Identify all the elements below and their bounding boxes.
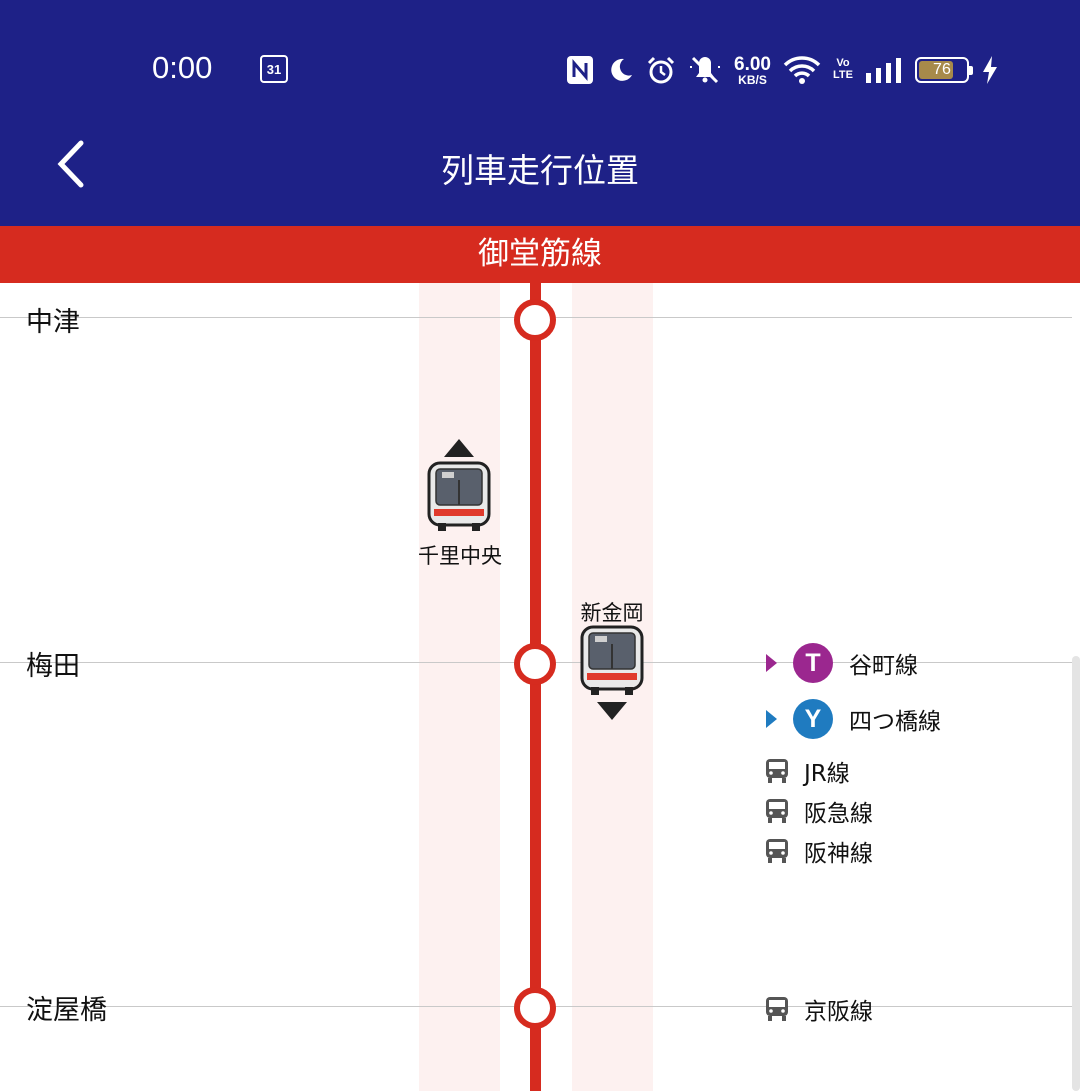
station-marker-nakatsu[interactable] bbox=[514, 299, 556, 341]
nfc-icon bbox=[566, 55, 594, 85]
page-title: 列車走行位置 bbox=[441, 151, 639, 190]
train-icon[interactable] bbox=[579, 625, 645, 701]
direction-up-arrow bbox=[444, 439, 474, 457]
transfer-line-name: 谷町線 bbox=[849, 653, 918, 679]
train-icon[interactable] bbox=[426, 461, 492, 537]
transfer-jr: JR線 bbox=[764, 754, 850, 788]
station-name-umeda[interactable]: 梅田 bbox=[26, 651, 80, 682]
line-track bbox=[530, 283, 541, 1091]
transfer-yotsubashi[interactable]: Y 四つ橋線 bbox=[766, 699, 941, 739]
chevron-left-icon bbox=[57, 140, 84, 188]
direction-down-arrow bbox=[597, 702, 627, 720]
train-icon bbox=[766, 759, 788, 783]
wifi-icon bbox=[783, 55, 821, 85]
status-time: 0:00 bbox=[152, 50, 213, 85]
line-name-banner: 御堂筋線 bbox=[0, 226, 1080, 283]
transfer-line-name: 四つ橋線 bbox=[849, 709, 941, 735]
station-name-nakatsu[interactable]: 中津 bbox=[26, 307, 80, 338]
signal-icon bbox=[865, 57, 903, 83]
transfer-line-name: 京阪線 bbox=[804, 999, 873, 1025]
calendar-icon: 31 bbox=[260, 55, 288, 83]
expand-triangle-icon bbox=[766, 654, 777, 672]
station-marker-yodoyabashi[interactable] bbox=[514, 987, 556, 1029]
network-speed: 6.00 KB/S bbox=[734, 53, 771, 87]
scrollbar[interactable] bbox=[1072, 656, 1080, 1091]
train-icon bbox=[766, 799, 788, 823]
line-badge-t: T bbox=[793, 643, 833, 683]
transfer-hanshin: 阪神線 bbox=[764, 834, 873, 868]
northbound-lane bbox=[419, 283, 500, 1091]
back-button[interactable] bbox=[40, 132, 100, 196]
line-badge-y: Y bbox=[793, 699, 833, 739]
train-destination: 新金岡 bbox=[580, 601, 644, 625]
station-marker-umeda[interactable] bbox=[514, 643, 556, 685]
battery-level: 76 bbox=[933, 61, 951, 78]
transfer-hankyu: 阪急線 bbox=[764, 794, 873, 828]
station-name-yodoyabashi[interactable]: 淀屋橋 bbox=[26, 995, 107, 1026]
expand-triangle-icon bbox=[766, 710, 777, 728]
transfer-keihan: 京阪線 bbox=[764, 992, 873, 1026]
battery-icon: 76 bbox=[914, 57, 973, 83]
alarm-icon bbox=[646, 55, 676, 85]
mute-icon bbox=[688, 55, 722, 85]
transfer-line-name: 阪急線 bbox=[804, 801, 873, 827]
charging-icon bbox=[981, 55, 999, 85]
train-icon bbox=[766, 839, 788, 863]
moon-icon bbox=[606, 56, 634, 84]
train-icon bbox=[766, 997, 788, 1021]
transfer-line-name: 阪神線 bbox=[804, 841, 873, 867]
train-destination: 千里中央 bbox=[418, 544, 502, 568]
transfer-tanimachi[interactable]: T 谷町線 bbox=[766, 643, 918, 683]
transfer-line-name: JR線 bbox=[804, 761, 850, 787]
